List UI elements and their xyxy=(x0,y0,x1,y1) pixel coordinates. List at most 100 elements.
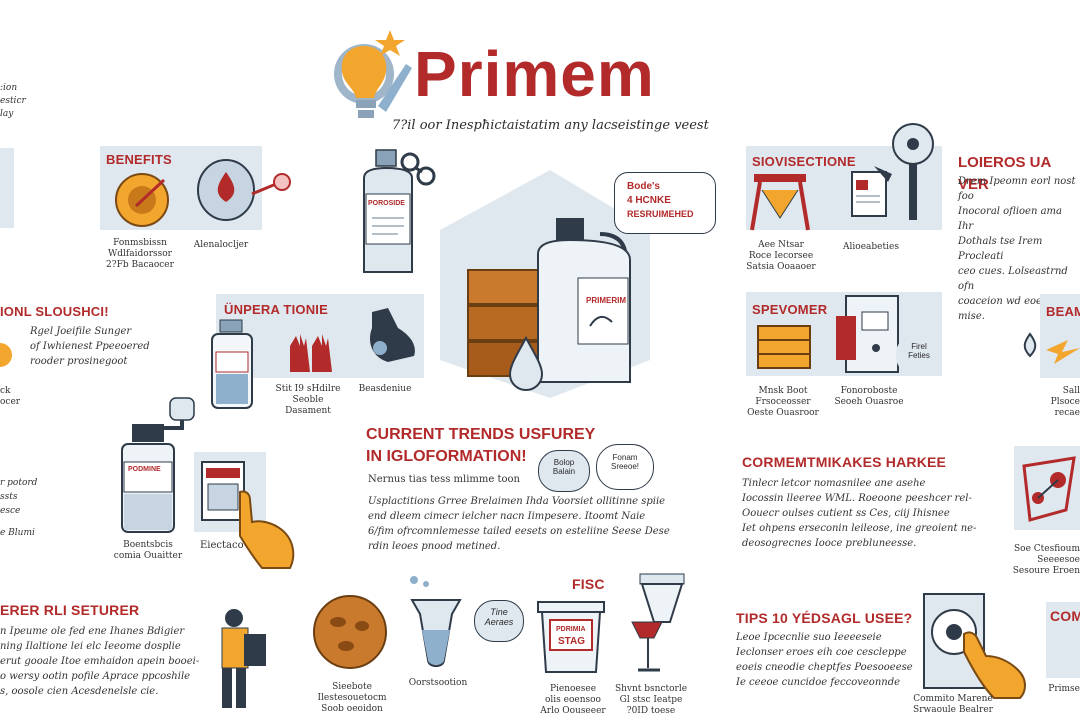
benefits-caption-1: Fonmsbissn Wdlfaidorssor 2?Fb Bacaocer xyxy=(106,238,174,270)
glass-funnel-icon xyxy=(626,572,692,676)
trends-bubble-1-text: Bolop Balain xyxy=(552,458,576,476)
bottom-left-text: s, oosole cien Acesdenelsle cie. xyxy=(0,686,159,697)
ional-caption-2: ocer xyxy=(0,397,21,407)
right-lower-caption: Soe Ctesfioum Seeeesoe Sesoure Eroen xyxy=(1012,544,1080,576)
trends-paragraph: end dleem cimecr ielcher nacn Iimpesere.… xyxy=(368,511,646,522)
left-mid-text: e Blumi xyxy=(0,528,35,538)
left-mid-text: r potord xyxy=(0,478,38,488)
tips-heading: TIPS 10 YÉDSAGL USEE? xyxy=(736,610,913,626)
tub-label-1: PDRIMIA xyxy=(556,626,586,633)
beam-panel xyxy=(1040,294,1080,378)
left-edge-text: :ion xyxy=(0,83,18,93)
bubble-line: 4 HCNKE xyxy=(627,195,671,206)
benefits-heading: BENEFITS xyxy=(106,152,172,167)
bottom-left-text: ning Ilaltione lei elc Ieeome dosplie xyxy=(0,641,181,652)
cabinet-icon xyxy=(832,292,902,376)
key-icon xyxy=(398,150,442,194)
trends-paragraph: rdin leoes pnood metined. xyxy=(368,541,501,552)
comment-text: deosogrecnes Iooce prebluneesse. xyxy=(742,538,917,549)
bottom-left-text: n Ipeume ole fed ene Ihanes Bdigier xyxy=(0,626,185,637)
trends-paragraph: Usplactitions Grree Brelaimen Ihda Voors… xyxy=(368,496,666,507)
tips-caption: Commito Marene Srwaoule Bealrer xyxy=(913,694,993,715)
left-edge-text: esticr xyxy=(0,96,26,106)
bottom-caption-1: Sieebote Ilestesouetocm Soob oeoidon xyxy=(317,682,387,714)
lightning-icon xyxy=(1016,330,1080,370)
jug-icon xyxy=(530,214,640,386)
bottom-left-text: erut gooale Itoe emhaidon apein booei- xyxy=(0,656,200,667)
com-caption: Primse xyxy=(1048,684,1080,694)
spevomer-heading: SPEVOMER xyxy=(752,302,828,317)
comment-text: Oouecr oulses cutient ss Ces, ciij Ihisn… xyxy=(742,508,950,519)
bottom-caption-3: Pienoesee olis eoensoo Arlo Oouseeer xyxy=(540,684,606,716)
bubble-line: RESRUIMEHED xyxy=(627,209,694,219)
bottle-label: POROSIDE xyxy=(368,200,405,207)
trends-heading-1: CURRENT TRENDS USFUREY xyxy=(366,426,596,443)
left-edge-text: lay xyxy=(0,109,14,119)
bottom-bubble: Tine Aeraes xyxy=(474,600,524,642)
bottom-caption-2: Oorstsootion xyxy=(408,678,468,688)
ional-text: of Iwhienest Ppeeoered xyxy=(30,341,150,352)
small-bottle-label: PODMINE xyxy=(128,466,161,473)
trends-bubble-1: Bolop Balain xyxy=(538,450,590,492)
uperations-heading: ÜNPERA TIONIE xyxy=(224,302,328,317)
benefits-caption-2: Alenalocljer xyxy=(193,240,249,250)
com-heading: COM xyxy=(1050,608,1080,624)
tips-pointing-hand-icon xyxy=(960,628,1032,700)
dropper-bottle-icon xyxy=(110,392,210,536)
gauge-icon xyxy=(0,340,14,370)
dial-machine-icon xyxy=(920,588,992,692)
trends-heading-2: IN IGLOFORMATION! xyxy=(366,448,527,465)
tips-text: eoeis cneodie cheptfes Poesooeese xyxy=(736,662,913,673)
bottom-caption-4: Shvnt bsnctorle Gl stsc Ieatpe ?0ID toes… xyxy=(614,684,688,716)
ional-text: rooder prosinegoot xyxy=(30,356,128,367)
network-icon xyxy=(1018,450,1080,530)
document-icon xyxy=(848,164,894,220)
calendar-display-icon xyxy=(200,460,246,522)
lomeros-text: ceo cues. Lolseastrnd ofn xyxy=(958,266,1068,292)
coin-icon xyxy=(112,170,172,230)
worker-icon xyxy=(210,606,270,712)
display-caption: Eiectaco xyxy=(200,540,244,551)
uperations-caption-2: Beasdeniue xyxy=(358,384,412,394)
trends-bubble-2-text: Fonam Sreeoe! xyxy=(610,453,640,471)
logo-bulb-icon xyxy=(330,28,416,132)
ional-text: Rgel Joeifile Sunger xyxy=(30,326,132,337)
spevomer-caption-2: Fonoroboste Seoeh Ouasroe xyxy=(834,386,904,407)
bottle-icon xyxy=(354,148,426,276)
pointing-hand-icon xyxy=(232,488,302,572)
left-edge-panel xyxy=(0,148,14,228)
spevomer-bubble-text: Firel Feties xyxy=(908,342,930,360)
app-subtitle: 7?il oor Inespħictaistatim any lacseisti… xyxy=(392,118,709,133)
trends-paragraph: 6/fim ofrcomnlemesse tailed eesets on es… xyxy=(368,526,670,537)
trends-bubble-2: Fonam Sreeoe! xyxy=(596,444,654,490)
bottom-left-heading: ERER RLI SETURER xyxy=(0,602,140,618)
tips-text: Leoe Ipcecnlie suo Ieeeeseie xyxy=(736,632,882,643)
uperations-caption-1: Stit I9 sHdilre Seoble Dasament xyxy=(275,384,341,416)
ional-caption: ck ocer xyxy=(0,386,20,408)
comment-text: Tinlecr letcor nomasnilee ane asehe xyxy=(742,478,926,489)
spevomer-caption-1: Mnsk Boot Frsoceosser Oeste Ouasroor xyxy=(747,386,819,418)
comment-text: Iet ohpens erseconin leileose, ine greoi… xyxy=(742,523,977,534)
top-info-bubble: Bode's 4 HCNKE RESRUIMEHED xyxy=(614,172,716,234)
comment-text: Iocossin lleeree WML. Roeoone peeshcer r… xyxy=(742,493,972,504)
tub-label-2: STAG xyxy=(558,636,586,647)
ional-heading: IONL SLOUSHCI! xyxy=(0,304,109,319)
spray-bottle-icon xyxy=(206,316,262,412)
ional-caption-1: ck xyxy=(0,386,11,396)
water-drop-icon xyxy=(506,336,546,392)
bubble-line: Bode's xyxy=(627,181,660,192)
lomeros-heading: LOIEROS UA VER xyxy=(958,154,1051,193)
drop-tank-icon xyxy=(196,154,296,224)
easel-icon xyxy=(748,170,812,232)
petri-dish-icon xyxy=(310,592,390,672)
siovisection-caption-2: Alioeabeties xyxy=(843,242,899,252)
beam-caption: Sall Plsoce recae xyxy=(1050,386,1080,418)
gloves-icon xyxy=(286,328,336,374)
tub-icon xyxy=(536,600,606,676)
tips-text: Ieclonser eroes eih coe cescleppe xyxy=(736,647,907,658)
bottom-left-text: o wersy ootin pofile Aprace ppcoshile xyxy=(0,671,191,682)
bottle-caption: Boentsbcis comia Ouaitter xyxy=(113,540,183,561)
tips-text: Ie ceeoe cuncidoe feccoveonnde xyxy=(736,677,901,688)
left-mid-text: ssts xyxy=(0,492,18,502)
lomeros-text: Dothals tse Irem Procleati xyxy=(958,236,1043,262)
